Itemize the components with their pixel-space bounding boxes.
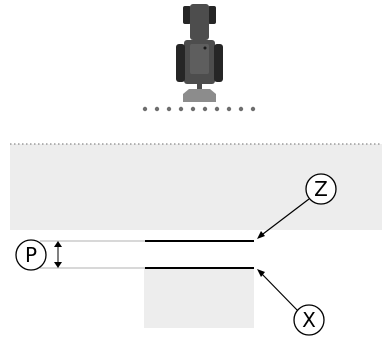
callout-p: P — [15, 239, 47, 271]
callout-z: Z — [257, 173, 337, 239]
implement-dots — [142, 106, 256, 112]
callout-x: X — [257, 269, 325, 336]
callout-z-label: Z — [314, 177, 328, 201]
callout-x-label: X — [302, 308, 316, 332]
tractor-icon — [176, 4, 223, 102]
callout-p-label: P — [25, 243, 37, 267]
field-extension — [144, 268, 254, 328]
dimension-arrow — [54, 241, 62, 268]
